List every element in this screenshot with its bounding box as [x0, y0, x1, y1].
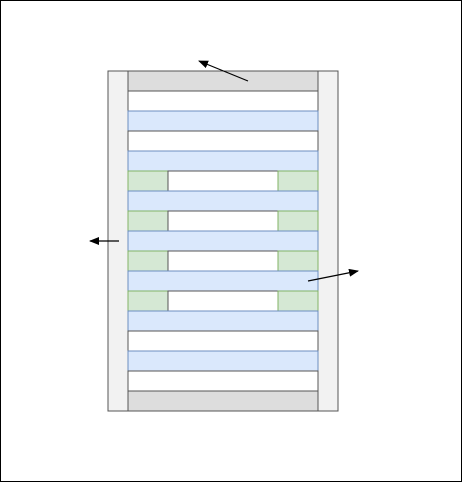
blue-band — [127, 110, 319, 132]
white-band — [127, 330, 319, 352]
green-tab-right — [277, 290, 319, 312]
right-rail — [317, 70, 339, 412]
cap-band — [127, 70, 319, 92]
arrow-top — [198, 60, 249, 82]
blue-band — [127, 350, 319, 372]
split-middle-band — [167, 290, 279, 312]
white-band — [127, 370, 319, 392]
green-tab-left — [127, 210, 169, 232]
green-tab-left — [127, 290, 169, 312]
arrow-right — [307, 268, 359, 282]
green-tab-left — [127, 250, 169, 272]
blue-band — [127, 270, 319, 292]
split-middle-band — [167, 210, 279, 232]
blue-band — [127, 190, 319, 212]
white-band — [127, 90, 319, 112]
split-middle-band — [167, 250, 279, 272]
green-tab-right — [277, 210, 319, 232]
cap-band — [127, 390, 319, 412]
blue-band — [127, 310, 319, 332]
blue-band — [127, 230, 319, 252]
green-tab-right — [277, 170, 319, 192]
band-stack — [127, 70, 319, 412]
split-middle-band — [167, 170, 279, 192]
green-tab-right — [277, 250, 319, 272]
white-band — [127, 130, 319, 152]
green-tab-left — [127, 170, 169, 192]
blue-band — [127, 150, 319, 172]
